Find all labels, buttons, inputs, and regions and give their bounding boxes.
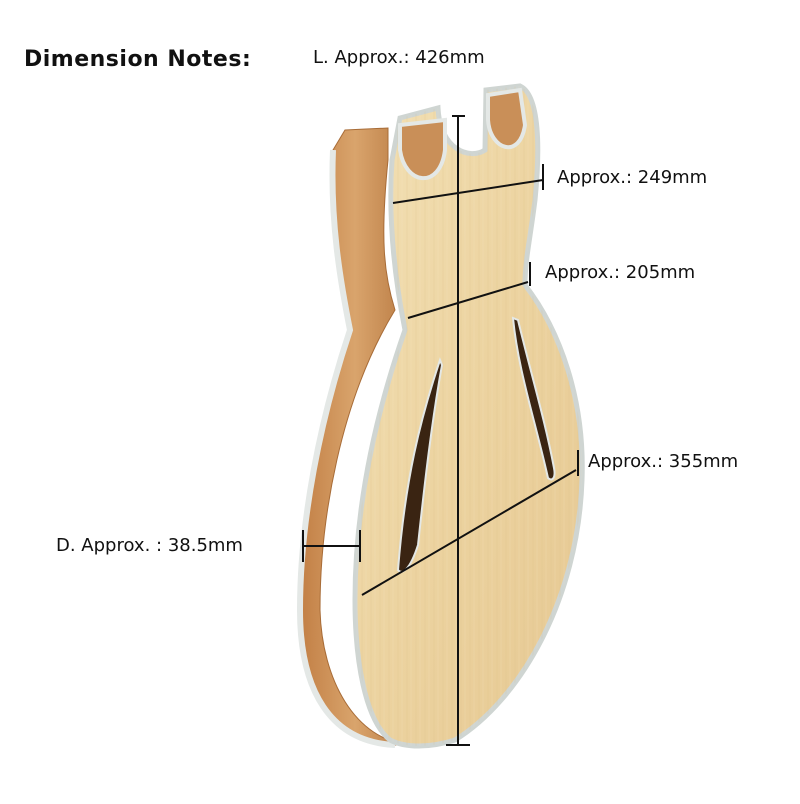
upper-width-line xyxy=(392,179,544,204)
length-label: L. Approx.: 426mm xyxy=(313,47,485,68)
lower-width-label: Approx.: 355mm xyxy=(588,451,739,472)
upper-width-label: Approx.: 249mm xyxy=(557,167,708,188)
waist-width-line xyxy=(407,281,529,319)
waist-width-label: Approx.: 205mm xyxy=(545,262,696,283)
side-binding xyxy=(296,149,396,748)
page-title: Dimension Notes: xyxy=(24,47,252,72)
lower-width-line xyxy=(361,469,577,596)
left-horn-cutaway xyxy=(398,117,447,181)
body-top-grain xyxy=(355,86,583,746)
dimension-lines xyxy=(302,115,579,746)
depth-label: D. Approx. : 38.5mm xyxy=(56,535,243,556)
right-horn-cutaway xyxy=(486,87,528,149)
right-f-hole xyxy=(511,316,556,481)
